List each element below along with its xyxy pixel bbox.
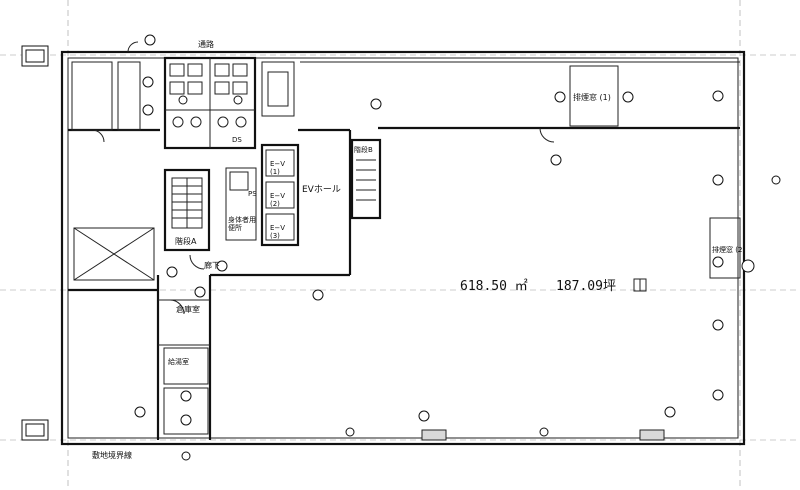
accessible-wc-label: 身体者用便所: [228, 215, 256, 232]
elevator-1-label: E−V(1): [270, 160, 285, 176]
corridor-label: 通路: [198, 39, 214, 49]
floor-area-sqm: 618.50 ㎡: [460, 279, 528, 294]
ds-label: DS: [232, 136, 242, 144]
elevator-2-label: E−V(2): [270, 192, 285, 208]
hot-water-room-label: 給湯室: [168, 357, 189, 366]
stair-a-label: 階段A: [175, 236, 197, 246]
left-wing: [68, 61, 160, 292]
smoke-vent-2-label: 排煙窓 (2): [712, 245, 745, 254]
ceiling-fixtures: [134, 34, 781, 461]
elevator-3-label: E−V(3): [270, 224, 285, 240]
office-partitions: [156, 61, 741, 440]
ps-label: PS: [248, 190, 257, 198]
floor-area-tsubo: 187.09坪: [556, 279, 616, 294]
exterior-walls: [21, 45, 746, 446]
stair-a: [163, 168, 211, 252]
bottom-columns: [421, 429, 665, 441]
site-boundary-label: 敷地境界線: [92, 450, 132, 460]
stair-b: [350, 138, 382, 220]
hallway-label: 廊下: [204, 260, 220, 270]
smoke-vent-1-label: 排煙窓 (1): [573, 92, 611, 102]
ev-hall-label: EVホール: [302, 184, 341, 195]
toilet-core: [163, 56, 295, 150]
elevator-bank: [210, 128, 352, 277]
storage-label: 倉庫室: [176, 304, 200, 314]
door-swings: [91, 41, 555, 315]
stair-b-label: 階段B: [354, 145, 373, 154]
